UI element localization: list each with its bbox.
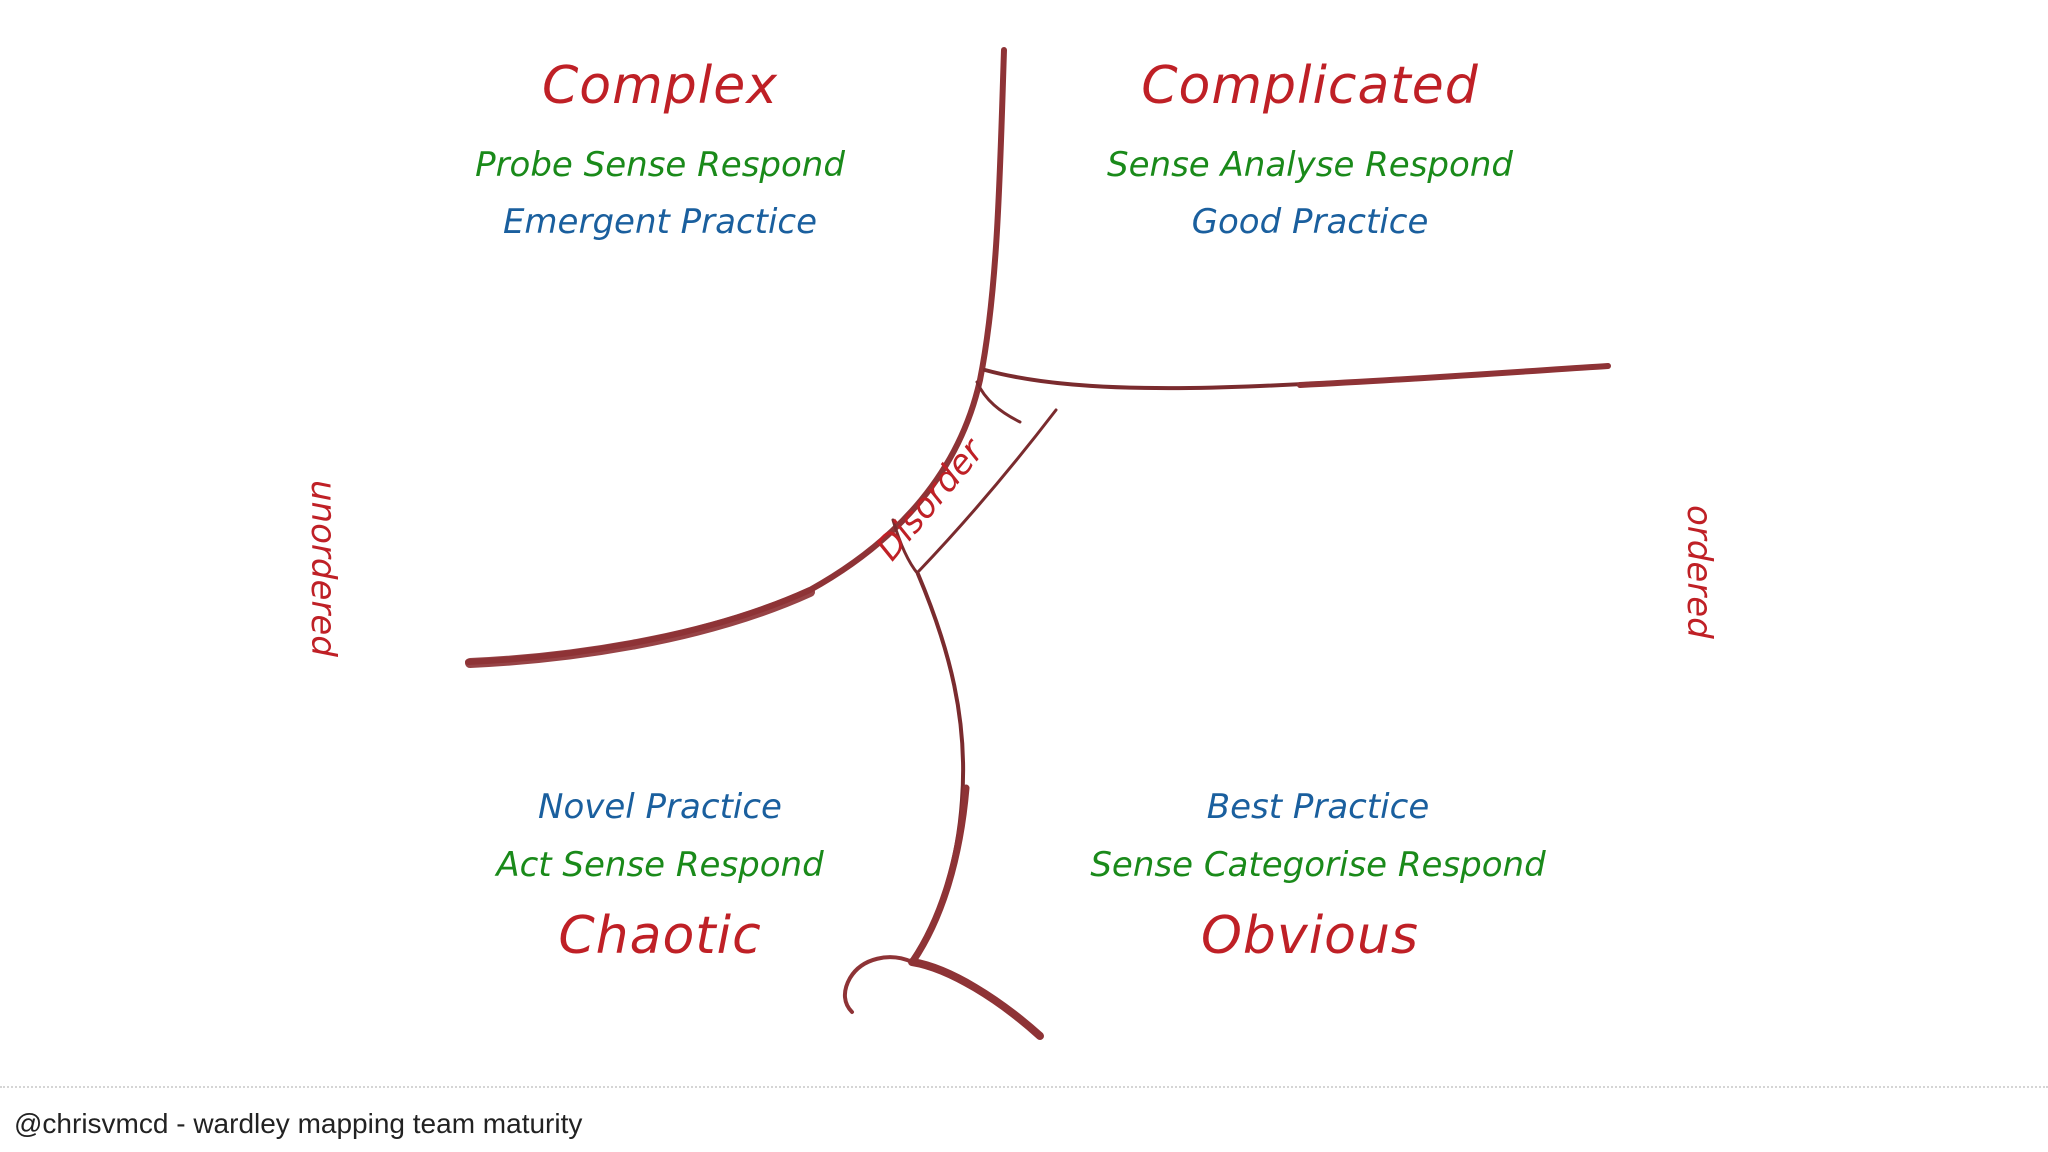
- quadrant-practice-complicated: Good Practice: [1191, 202, 1429, 242]
- footer-attribution: @chrisvmcd - wardley mapping team maturi…: [14, 1108, 583, 1139]
- quadrant-response-complicated: Sense Analyse Respond: [1107, 145, 1513, 185]
- disorder-edge-left: [891, 518, 920, 576]
- quadrant-response-obvious: Sense Categorise Respond: [1090, 845, 1546, 885]
- quadrant-title-chaotic: Chaotic: [558, 906, 762, 966]
- boundary-curve-lower-left-accent: [465, 587, 815, 668]
- cynefin-boundary-curves: [465, 47, 1611, 1040]
- boundary-curve-right-accent: [1297, 363, 1611, 388]
- quadrant-title-complicated: Complicated: [1141, 56, 1479, 116]
- boundary-curve-cliff-descent: [909, 784, 970, 965]
- quadrant-practice-chaotic: Novel Practice: [538, 787, 782, 827]
- quadrant-title-obvious: Obvious: [1200, 906, 1420, 966]
- boundary-curve-upper-left: [465, 47, 1007, 665]
- axis-label-unordered: unordered: [303, 480, 343, 657]
- boundary-curve-lower-vertical: [910, 572, 966, 962]
- quadrant-response-complex: Probe Sense Respond: [475, 145, 845, 185]
- disorder-edge-top: [975, 380, 1022, 424]
- cliff-tail: [908, 958, 1044, 1040]
- axis-label-ordered: ordered: [1679, 505, 1719, 639]
- cynefin-diagram: Complex Probe Sense Respond Emergent Pra…: [303, 47, 1719, 1040]
- quadrant-title-complex: Complex: [542, 56, 778, 116]
- quadrant-response-chaotic: Act Sense Respond: [496, 845, 824, 885]
- footer-bar: @chrisvmcd - wardley mapping team maturi…: [0, 1086, 2048, 1152]
- quadrant-practice-obvious: Best Practice: [1206, 787, 1430, 827]
- disorder-edge-right: [916, 408, 1058, 574]
- cliff-hook: [843, 955, 914, 1014]
- quadrant-practice-complex: Emergent Practice: [502, 202, 818, 242]
